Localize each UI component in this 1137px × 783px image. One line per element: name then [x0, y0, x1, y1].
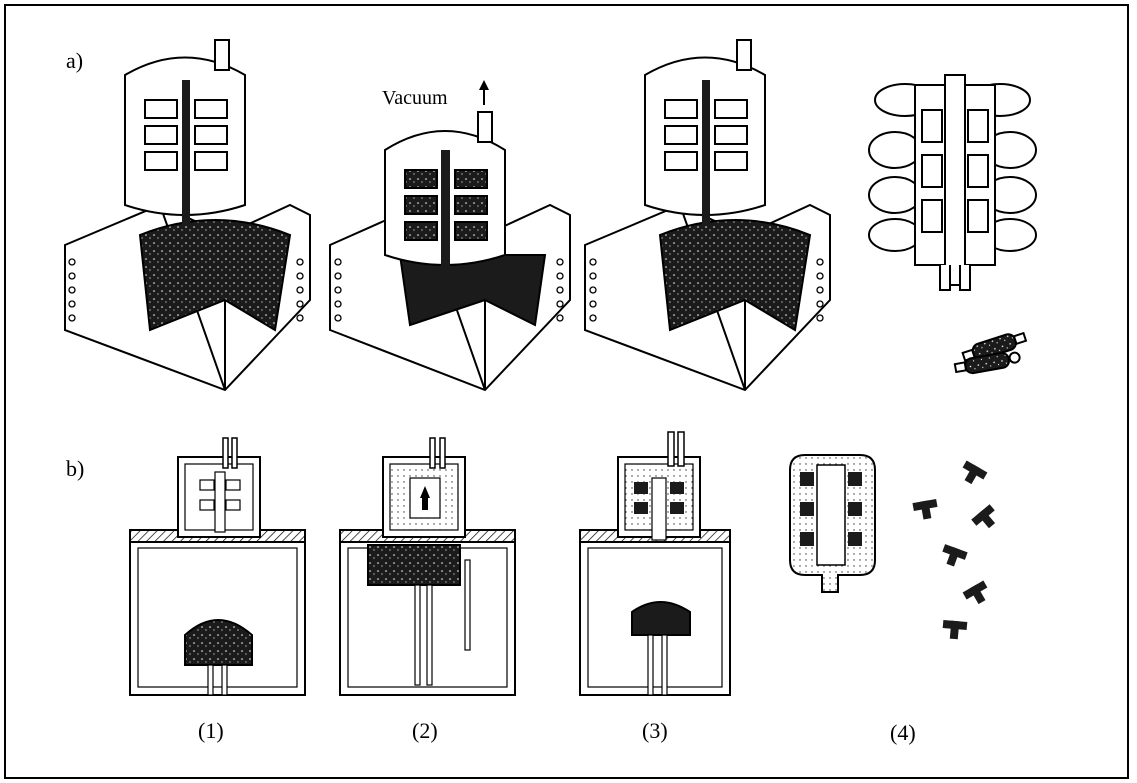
label-vacuum: Vacuum	[382, 87, 448, 109]
label-step-2: (2)	[412, 720, 438, 742]
stage-a1	[65, 40, 310, 390]
cast-cluster	[869, 75, 1036, 290]
cast-parts-b	[912, 461, 1001, 640]
label-step-1: (1)	[198, 720, 224, 742]
label-part-a: a)	[66, 50, 83, 72]
label-step-4: (4)	[890, 722, 916, 744]
stage-b1	[130, 438, 305, 695]
stage-a2	[330, 80, 570, 390]
label-step-3: (3)	[642, 720, 668, 742]
stage-a3	[585, 40, 830, 390]
stage-b2	[340, 438, 515, 695]
cast-pins	[954, 329, 1027, 376]
stage-b3	[580, 432, 730, 695]
stage-b4	[790, 455, 875, 592]
label-part-b: b)	[66, 458, 84, 480]
